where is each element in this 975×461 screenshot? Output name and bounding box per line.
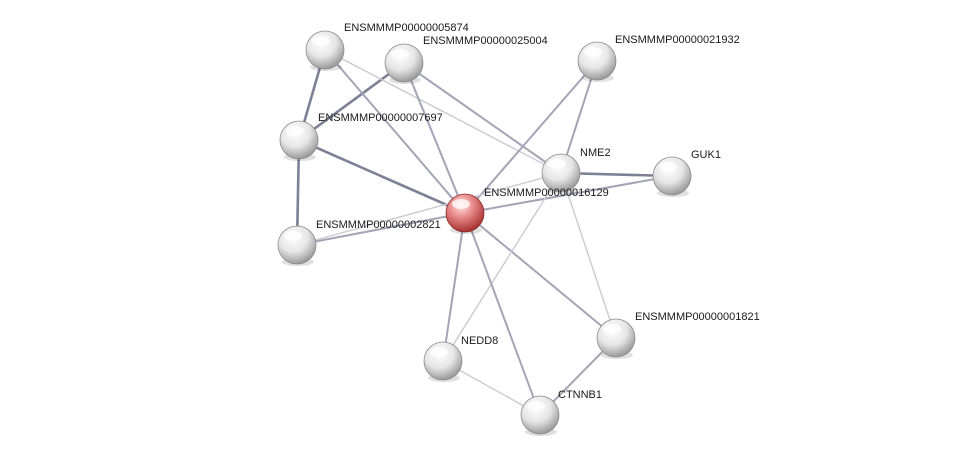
node-highlight [548,159,566,169]
protein-node-nme2[interactable] [541,153,581,194]
edge-nme2-p1821[interactable] [560,172,617,339]
labels-layer: ENSMMMP00000016129ENSMMMP00000005874ENSM… [316,22,760,401]
edge-p7697-q[interactable] [298,138,466,215]
node-label-p2821: ENSMMMP00000002821 [316,219,441,231]
nodes-layer [277,30,692,436]
protein-node-nedd8[interactable] [423,341,463,382]
edges-layer [295,49,673,416]
node-highlight [430,347,448,357]
node-highlight [603,324,621,334]
protein-node-p21932[interactable] [577,41,617,82]
protein-node-ctnnb1[interactable] [520,395,560,436]
node-label-nme2: NME2 [580,147,611,159]
node-label-p21932: ENSMMMP00000021932 [615,34,740,46]
node-label-nedd8: NEDD8 [461,335,498,347]
edge-q-ctnnb1[interactable] [464,212,541,416]
edge-q-p2821[interactable] [296,212,466,246]
node-highlight [584,47,602,57]
edge-p2821-nme2[interactable] [296,172,562,246]
node-label-guk1: GUK1 [691,149,721,161]
edge-q-p1821[interactable] [464,212,617,339]
protein-node-guk1[interactable] [652,156,692,197]
node-highlight [452,199,470,209]
node-highlight [312,36,330,46]
node-label-p1821: ENSMMMP00000001821 [635,311,760,323]
node-label-ctnnb1: CTNNB1 [558,389,602,401]
node-highlight [391,49,409,59]
edge-p7697-p25004[interactable] [298,61,405,142]
edge-p21932-q[interactable] [464,60,598,214]
node-highlight [286,126,304,136]
edge-q-nedd8[interactable] [442,212,466,362]
edge-p5874-q[interactable] [324,49,466,214]
edge-p21932-nme2[interactable] [560,60,598,174]
edge-p5874-nme2[interactable] [324,49,562,174]
protein-node-p25004[interactable] [384,43,424,84]
query-protein-node[interactable] [445,193,485,234]
node-highlight [284,231,302,241]
node-label-p7697: ENSMMMP00000007697 [318,112,443,124]
node-label-q: ENSMMMP00000016129 [484,187,609,199]
protein-node-p5874[interactable] [305,30,345,71]
edge-p25004-q[interactable] [403,62,466,214]
node-highlight [659,162,677,172]
node-label-p5874: ENSMMMP00000005874 [344,22,469,34]
protein-node-p7697[interactable] [279,120,319,161]
edge-nedd8-nme2[interactable] [442,172,562,362]
protein-node-p2821[interactable] [277,225,317,266]
node-label-p25004: ENSMMMP00000025004 [423,35,548,47]
edge-p25004-nme2[interactable] [403,62,562,174]
protein-node-p1821[interactable] [596,318,636,359]
node-highlight [527,401,545,411]
